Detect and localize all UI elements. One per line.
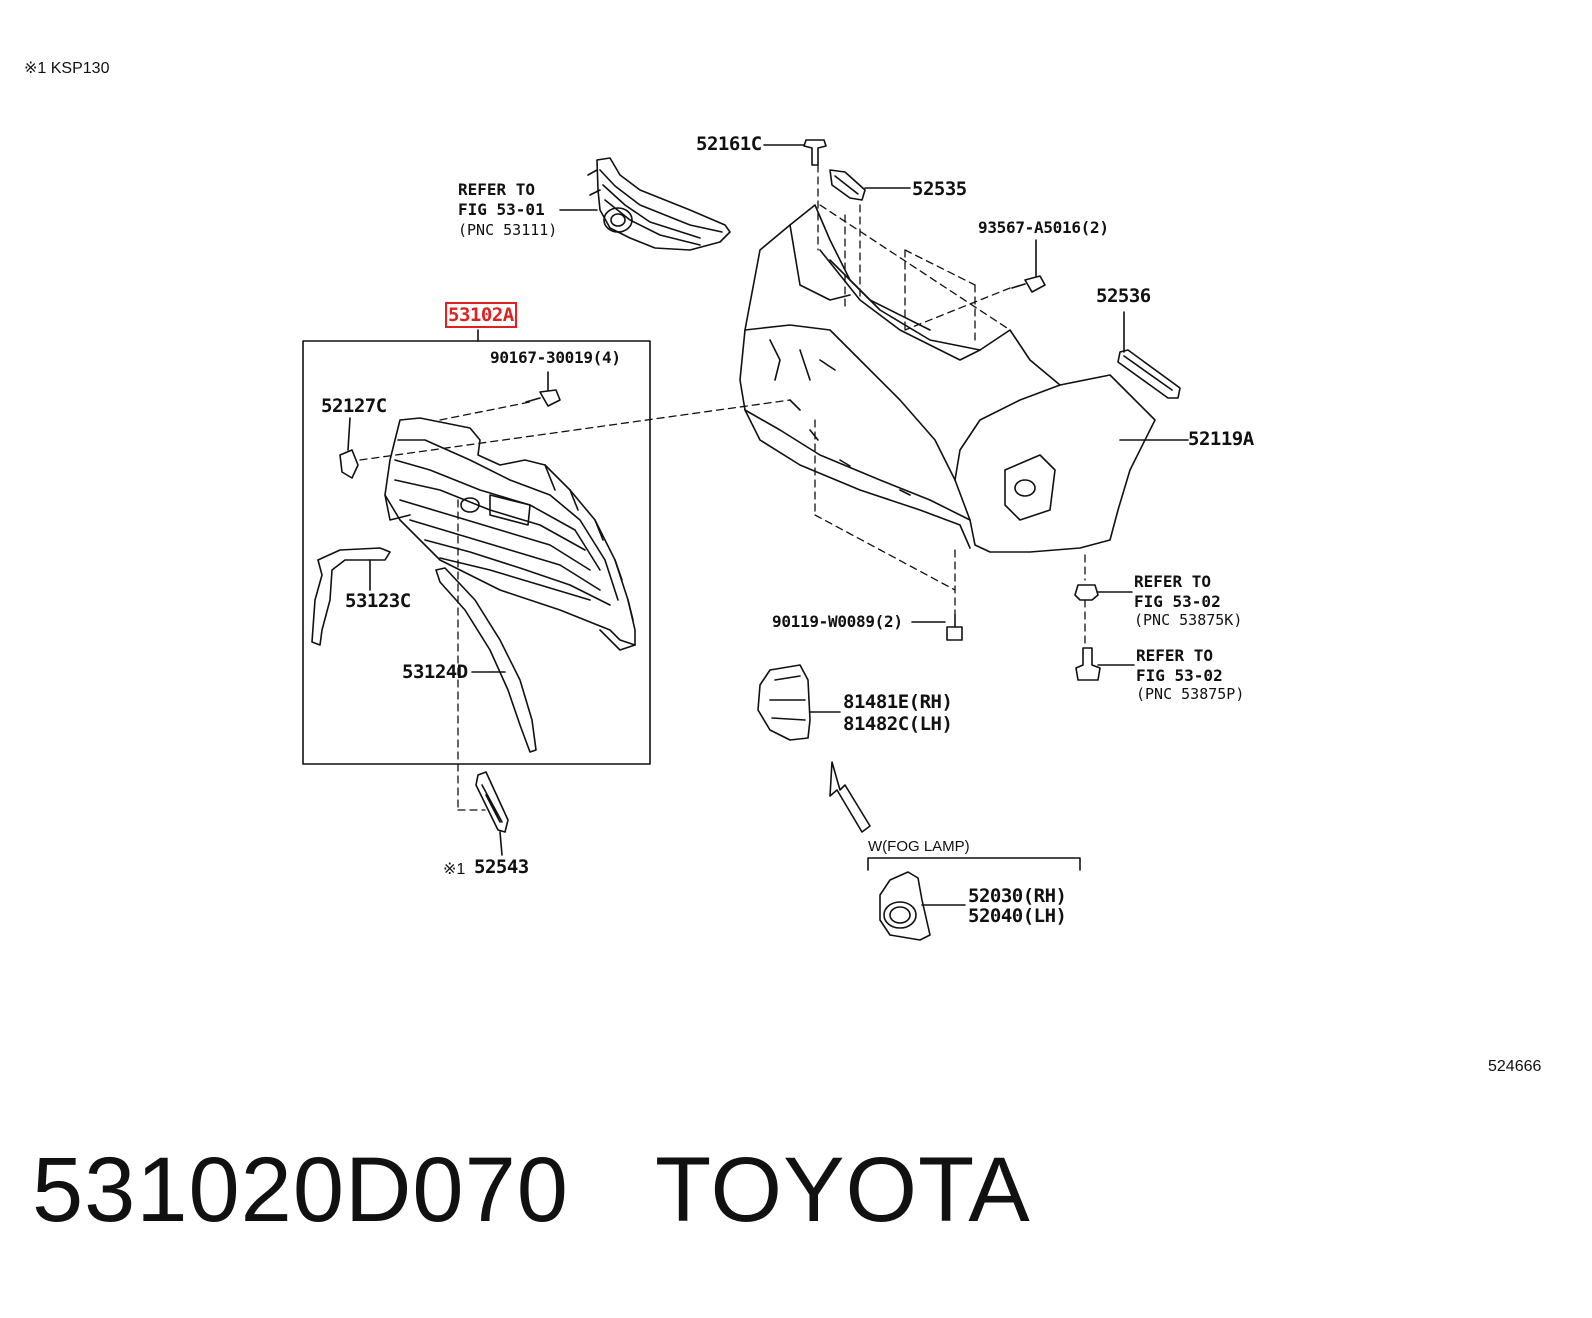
bracket-52543-drawing [475,771,509,856]
ref-line: (PNC 53111) [458,221,558,239]
bolt-90119-drawing [911,614,963,641]
radiator-grille-drawing [384,417,636,651]
image-id: 524666 [1488,1058,1542,1075]
fog-lamp-label: W(FOG LAMP) [868,838,970,855]
grille-assembly-box [302,329,651,765]
footer-part-number: 531020D070 [32,1139,569,1241]
ref-line: FIG 53-02 [1136,666,1223,685]
ref-clip-k: REFER TO FIG 53-02 (PNC 53875K) [1134,572,1242,630]
fog-bracket-group [867,857,1081,941]
ref-line: REFER TO [458,180,536,199]
upper-grille-drawing [587,157,731,251]
footer-brand: TOYOTA [655,1139,1031,1241]
part-label-90167: 90167-30019(4) [490,348,621,367]
screw-90167-drawing [525,371,561,407]
fog-cover-drawing [757,664,841,741]
part-label-52040: 52040(LH) [968,905,1067,927]
part-label-81482C: 81482C(LH) [843,713,953,735]
part-label-52543: 52543 [474,856,529,878]
part-label-52119A: 52119A [1188,428,1254,450]
part-label-53124D: 53124D [402,661,468,683]
part-label-52127C: 52127C [321,395,387,417]
part-label-52535: 52535 [912,178,967,200]
direction-arrow [829,761,871,833]
part-label-53102A-highlighted[interactable]: 53102A [445,302,517,328]
part-label-81481E: 81481E(RH) [843,691,953,713]
assembly-dashed-lines [359,164,1086,811]
molding-53124D-drawing [435,567,537,753]
clip-53875K-drawing [1074,584,1133,601]
part-label-52536: 52536 [1096,285,1151,307]
part-label-52030: 52030(RH) [968,885,1067,907]
part-label-52161C: 52161C [696,133,762,155]
part-mark-52543: ※1 [443,861,466,878]
bumper-cover-drawing [739,204,1189,553]
retainer-52536-drawing [1117,311,1181,399]
ref-clip-p: REFER TO FIG 53-02 (PNC 53875P) [1136,646,1244,704]
ref-line: REFER TO [1134,572,1212,591]
ref-line: (PNC 53875P) [1136,685,1245,703]
molding-53123C-drawing [311,547,391,646]
ref-line: (PNC 53875K) [1134,611,1243,629]
clip-53875P-drawing [1075,647,1135,681]
part-label-90119: 90119-W0089(2) [772,612,903,631]
clip-52127C-drawing [339,417,359,479]
ref-line: FIG 53-02 [1134,592,1221,611]
clip-52161C-drawing [763,139,827,166]
bolt-93567-drawing [1011,239,1046,293]
header-note: ※1 KSP130 [24,60,110,77]
bracket-52535-drawing [829,169,911,201]
ref-upper-grille: REFER TO FIG 53-01 (PNC 53111) [458,180,557,240]
ref-line: REFER TO [1136,646,1214,665]
part-label-93567: 93567-A5016(2) [978,218,1109,237]
part-label-53123C: 53123C [345,590,411,612]
ref-line: FIG 53-01 [458,200,545,219]
